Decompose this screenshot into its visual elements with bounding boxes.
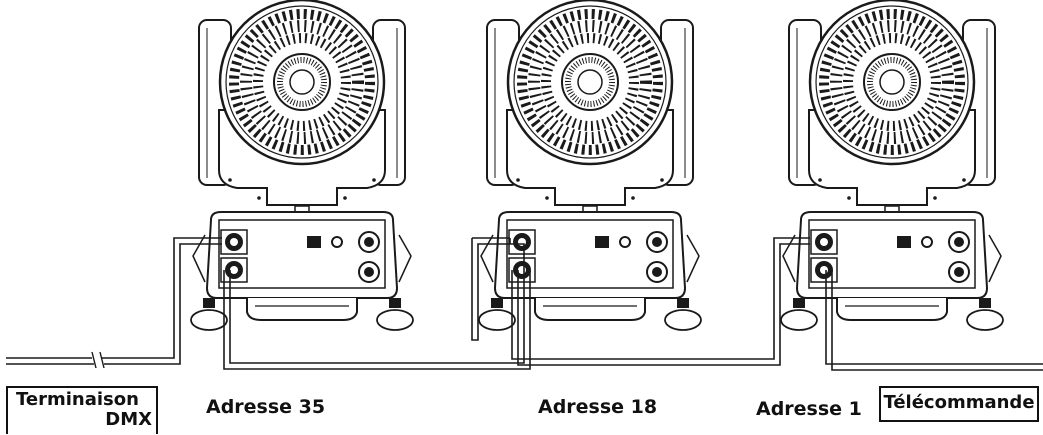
address-35-label: Adresse 35	[206, 396, 326, 418]
fixture-address-1	[781, 0, 1003, 330]
dmx-termination-box: Terminaison DMX	[6, 386, 158, 434]
remote-control-box: Télécommande	[879, 386, 1039, 422]
termination-label-line2: DMX	[105, 409, 152, 430]
address-18-label: Adresse 18	[538, 396, 658, 418]
remote-label: Télécommande	[883, 392, 1035, 413]
dmx-cables	[6, 237, 1043, 371]
termination-label-line1: Terminaison	[16, 389, 139, 410]
address-1-label: Adresse 1	[756, 398, 862, 420]
